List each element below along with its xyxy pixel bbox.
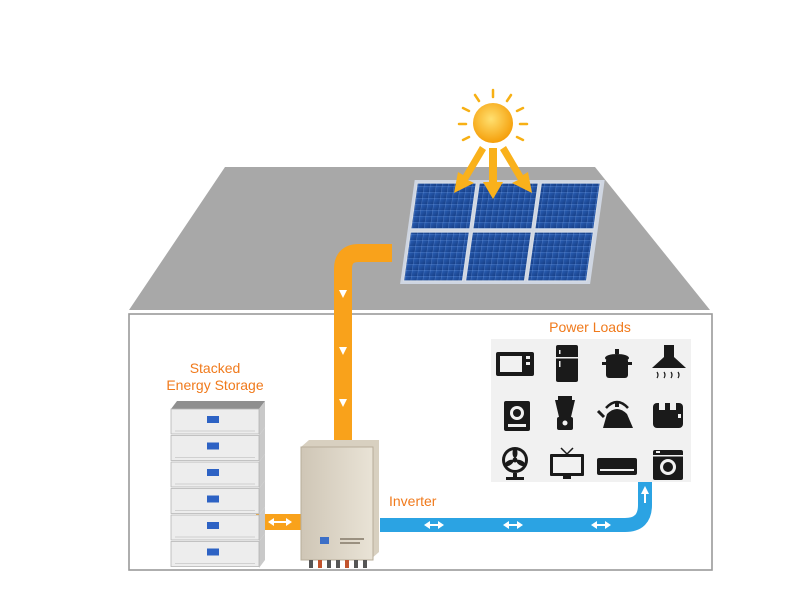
battery-display-icon xyxy=(207,416,219,423)
range-hood-icon xyxy=(652,345,686,379)
battery-module xyxy=(170,454,265,489)
air-conditioner-icon xyxy=(597,458,637,475)
blender-icon xyxy=(555,396,575,430)
battery-module xyxy=(170,533,265,568)
toaster-icon xyxy=(653,402,683,428)
refrigerator-icon xyxy=(556,345,578,382)
washing-machine-icon xyxy=(653,450,683,480)
battery-display-icon xyxy=(207,495,219,503)
power-loads-label: Power Loads xyxy=(549,319,631,335)
sun-icon xyxy=(454,88,532,199)
solar-power-flow xyxy=(334,244,392,450)
battery-display-icon xyxy=(207,522,219,529)
rice-cooker-icon xyxy=(602,349,632,378)
storage-label-line1: Stacked xyxy=(189,360,241,376)
battery-display-icon xyxy=(207,469,219,476)
television-icon xyxy=(550,447,584,479)
load-power-flow xyxy=(380,480,652,532)
storage-label-line2: Energy Storage xyxy=(166,377,264,393)
storage-label: Stacked Energy Storage xyxy=(150,360,280,394)
stacked-battery xyxy=(170,401,265,568)
fan-icon xyxy=(502,447,528,480)
battery-module xyxy=(170,401,265,436)
inverter-logo-icon xyxy=(320,537,329,544)
induction-cooker-icon xyxy=(504,401,530,431)
kettle-icon xyxy=(596,400,633,428)
microwave-icon xyxy=(496,352,534,376)
inverter-unit xyxy=(300,440,379,568)
battery-module xyxy=(170,507,265,542)
battery-module xyxy=(170,480,265,515)
battery-display-icon xyxy=(207,442,219,450)
battery-power-flow xyxy=(256,514,304,530)
battery-module xyxy=(170,427,265,462)
inverter-label: Inverter xyxy=(389,493,437,509)
battery-display-icon xyxy=(207,548,219,556)
solar-panel-array xyxy=(400,180,605,284)
